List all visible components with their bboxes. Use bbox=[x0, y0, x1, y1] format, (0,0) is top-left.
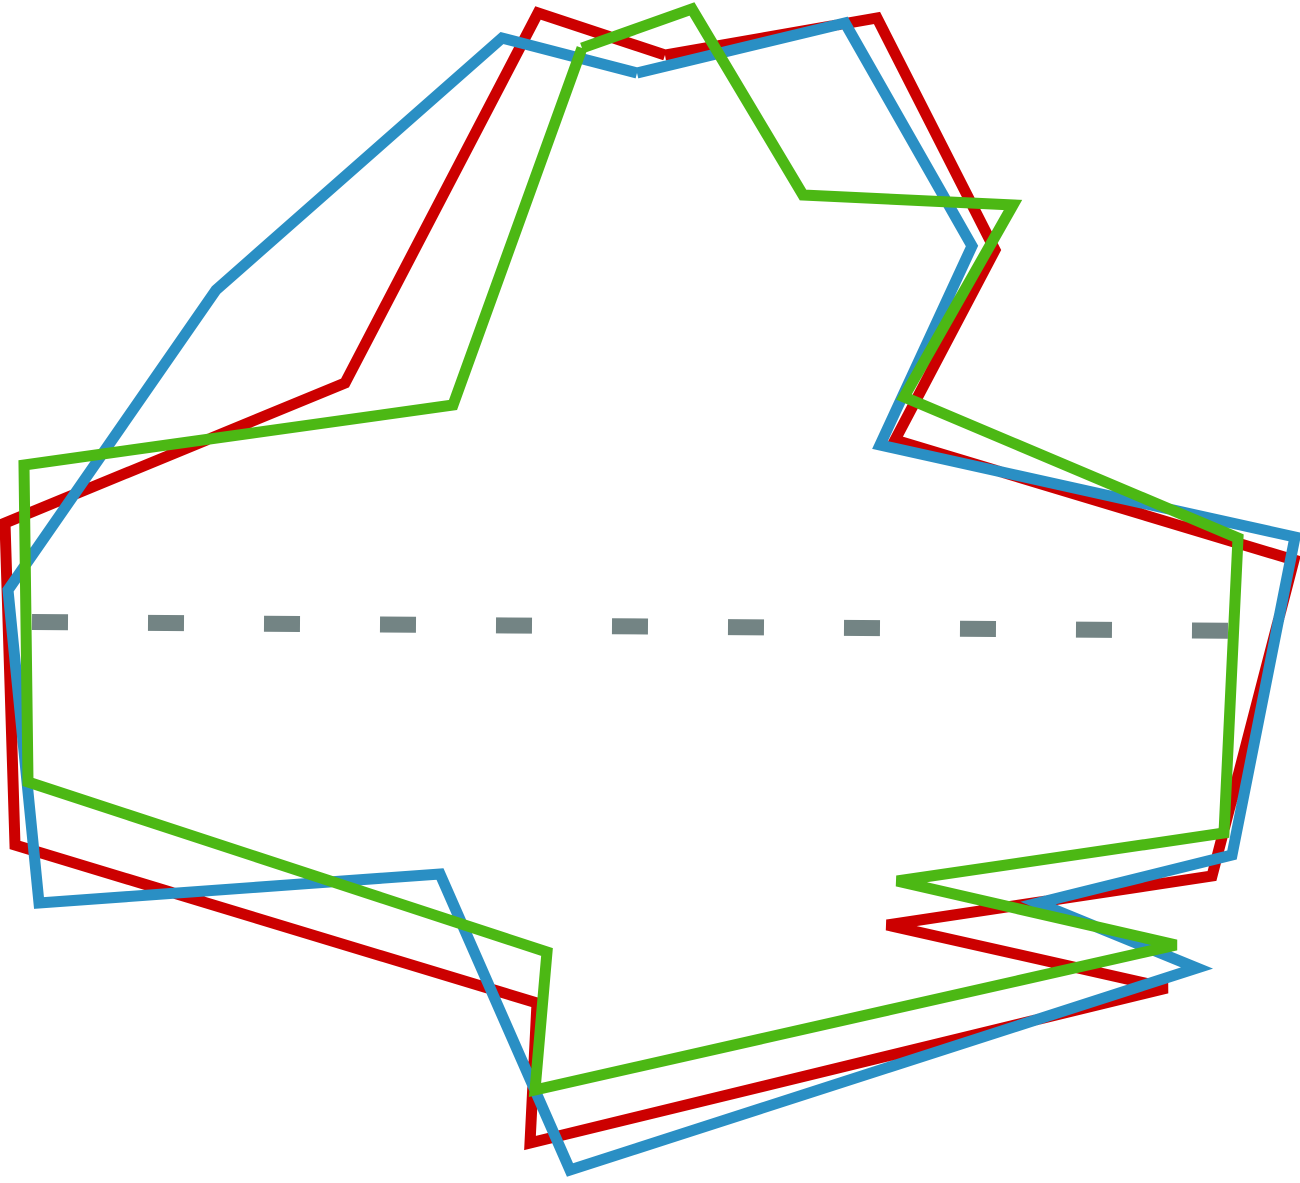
blue-outline bbox=[2, 16, 1300, 1177]
red-outline bbox=[0, 6, 1300, 1151]
horizontal-dashed-line bbox=[31, 614, 1269, 639]
green-outline bbox=[18, 2, 1244, 1098]
